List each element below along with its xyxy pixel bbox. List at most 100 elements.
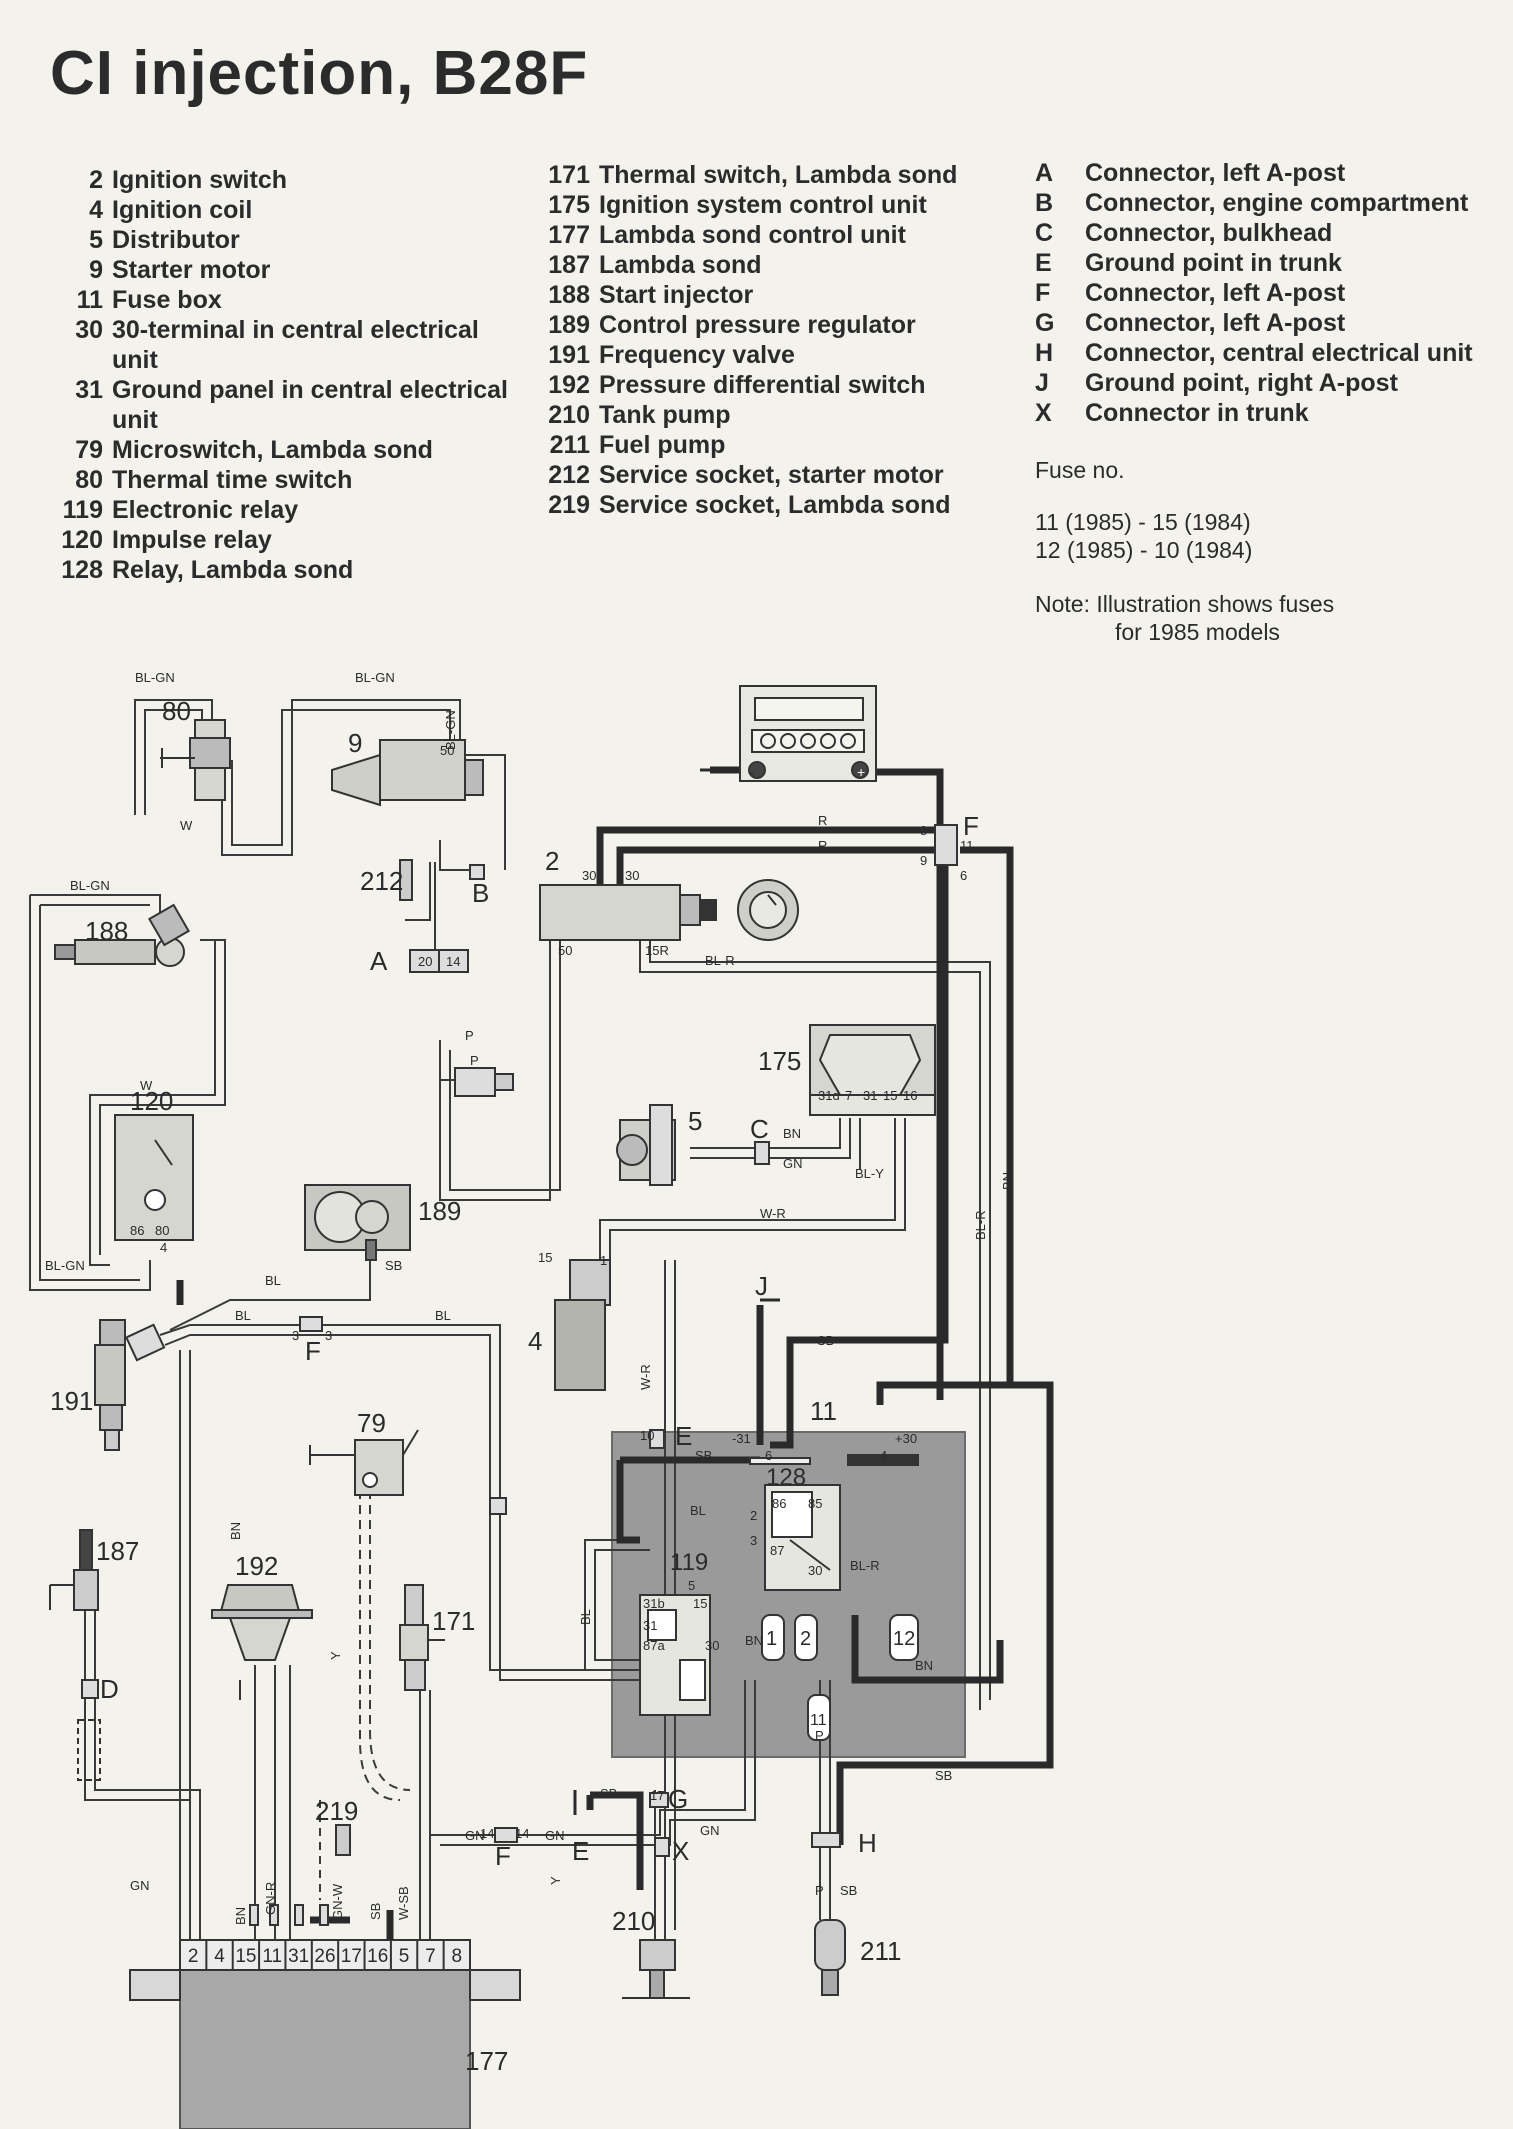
pin-label: 5 bbox=[399, 1946, 410, 1967]
pin-label: 7 bbox=[425, 1946, 436, 1967]
term-17: 17 bbox=[650, 1788, 664, 1803]
wire-label-bn-v: BN bbox=[228, 1522, 243, 1540]
wire-p-outer-b bbox=[449, 910, 561, 1191]
wire-bl-2 bbox=[159, 1324, 640, 1681]
term-30-relay: 30 bbox=[808, 1563, 822, 1578]
label-c80: 80 bbox=[162, 696, 191, 726]
legend-label: Connector, left A-post bbox=[1085, 159, 1346, 187]
thermal-time-switch-80 bbox=[160, 719, 231, 801]
wire-label-sb-1: SB bbox=[385, 1258, 402, 1273]
wire-label-gn-r-177: GN-R bbox=[263, 1882, 278, 1915]
wire-label-bl-y: BL-Y bbox=[855, 1166, 884, 1181]
wire-label-bn-v2: BN bbox=[1000, 1172, 1015, 1190]
wire-label-bl-gn-v: BL-GN bbox=[443, 710, 458, 750]
wire-label-bl-gn-4: BL-GN bbox=[45, 1258, 85, 1273]
wire-label-r-1: R bbox=[818, 813, 827, 828]
wire-w-b bbox=[99, 939, 226, 1255]
thermal-switch-171 bbox=[399, 1584, 445, 1691]
connector-b-label: B bbox=[472, 878, 489, 908]
fuse-line-2: 12 (1985) - 10 (1984) bbox=[1035, 537, 1253, 563]
wire-labels: BL-GN BL-GN BL-GN BL-GN W W R R R BL-R B… bbox=[45, 670, 1015, 1925]
wire-label-sb-4: SB bbox=[935, 1768, 952, 1783]
connector-d-label: D bbox=[100, 1674, 119, 1704]
legend-label: Ignition system control unit bbox=[599, 191, 927, 219]
sensor-p-loop bbox=[454, 1067, 514, 1097]
term-16-175: 16 bbox=[903, 1088, 917, 1103]
term-3-relay: 3 bbox=[750, 1533, 757, 1548]
legend-number: 219 bbox=[548, 491, 590, 519]
term-8: 8 bbox=[920, 823, 927, 838]
connector-f-box-1 bbox=[299, 1316, 323, 1332]
legend-number: 11 bbox=[76, 286, 103, 314]
term-30-a: 30 bbox=[582, 868, 596, 883]
legend-number: E bbox=[1035, 249, 1052, 277]
wire-bl-3b bbox=[594, 1549, 650, 1661]
term-30-119: 30 bbox=[705, 1638, 719, 1653]
legend-number: X bbox=[1035, 399, 1052, 427]
legend-label: Fuel pump bbox=[599, 431, 726, 459]
distributor-5 bbox=[616, 1104, 770, 1186]
wire-label-sb-6: SB bbox=[840, 1883, 857, 1898]
term-31-175: 31 bbox=[863, 1088, 877, 1103]
term-87a: 87a bbox=[643, 1638, 665, 1653]
term-15-175: 15 bbox=[883, 1088, 897, 1103]
legend-number: B bbox=[1035, 189, 1054, 217]
label-c212: 212 bbox=[360, 866, 403, 896]
term-80-120: 80 bbox=[155, 1223, 169, 1238]
connector-e1-label: E bbox=[675, 1421, 692, 1451]
legend-label: Control pressure regulator bbox=[599, 311, 916, 339]
pin-label: 4 bbox=[214, 1946, 225, 1967]
label-c5: 5 bbox=[688, 1106, 702, 1136]
connector-g-box bbox=[649, 1792, 669, 1808]
wire-gn-187 bbox=[84, 1610, 191, 1940]
wire-label-sb-5: SB bbox=[600, 1786, 617, 1801]
label-c175: 175 bbox=[758, 1046, 801, 1076]
connector-a-label: A bbox=[370, 946, 388, 976]
label-c11: 11 bbox=[810, 1396, 837, 1426]
fuse-box-11-contents bbox=[639, 1454, 919, 1741]
term-87: 87 bbox=[770, 1543, 784, 1558]
legend-label: Connector, left A-post bbox=[1085, 309, 1346, 337]
note: Note: Illustration shows fuses for 1985 … bbox=[1035, 590, 1334, 646]
page-title: CI injection, B28F bbox=[50, 39, 589, 108]
wire-group-thick bbox=[176, 766, 1054, 1940]
legend-number: 171 bbox=[548, 161, 590, 189]
wire-label-bl-4: BL bbox=[690, 1503, 706, 1518]
legend-number: 119 bbox=[62, 496, 103, 524]
legend-number: A bbox=[1035, 159, 1054, 187]
term-4-fuse: 4 bbox=[880, 1448, 887, 1463]
wire-label-bl-3: BL bbox=[435, 1308, 451, 1323]
legend-label: Connector, left A-post bbox=[1085, 279, 1346, 307]
wire-p-outer bbox=[439, 910, 551, 1201]
legend-label: Starter motor bbox=[112, 256, 271, 284]
wire-label-gn-4: GN bbox=[700, 1823, 720, 1838]
label-c188: 188 bbox=[85, 916, 128, 946]
wire-label-w-1: W bbox=[180, 818, 193, 833]
wire-bl-2b bbox=[164, 1334, 630, 1671]
fuse-list: 11 (1985) - 15 (1984) 12 (1985) - 10 (19… bbox=[1035, 508, 1252, 564]
wire-bl-gn-2b bbox=[231, 709, 451, 846]
wire-bn-175 bbox=[690, 1118, 841, 1149]
legend-number: 128 bbox=[61, 556, 103, 584]
label-c192: 192 bbox=[235, 1551, 278, 1581]
term-11: 11 bbox=[960, 838, 974, 853]
fuse-label-11: 11 bbox=[810, 1712, 827, 1729]
pin-label: 26 bbox=[314, 1946, 335, 1967]
legend-label: 30-terminal in central electrical unit bbox=[112, 316, 479, 374]
legend-number: 175 bbox=[548, 191, 590, 219]
wire-label-bn-1: BN bbox=[783, 1126, 801, 1141]
connector-labels: A B C D E E F F F G H J X bbox=[100, 811, 979, 1871]
wiring-diagram: - + bbox=[29, 670, 1054, 2129]
